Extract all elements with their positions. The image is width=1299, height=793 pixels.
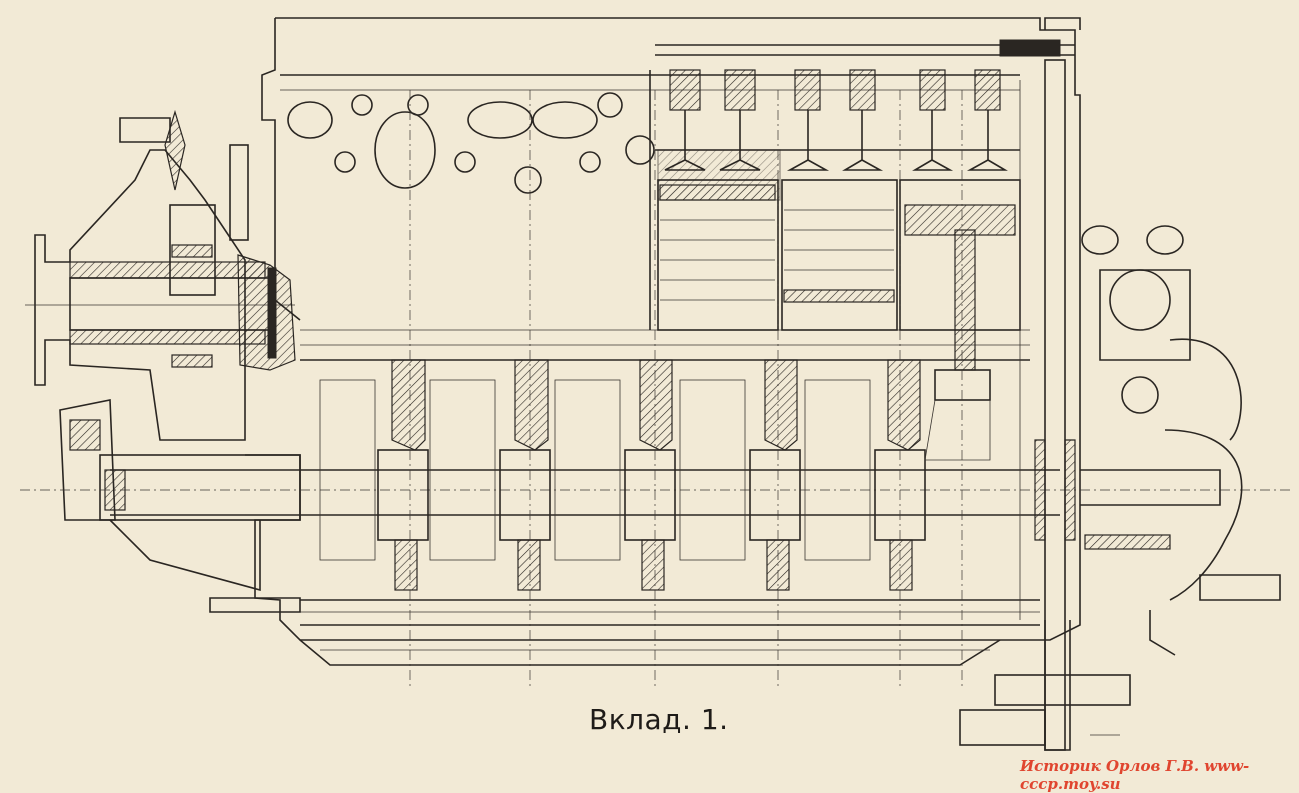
- crank-throw-3: [624, 359, 676, 591]
- centre-lines: [409, 90, 963, 690]
- watermark: Историк Орлов Г.В. www-cccp.moy.su: [1020, 757, 1250, 793]
- oil-pump: [959, 620, 1131, 751]
- crankshaft: [20, 229, 1290, 591]
- counterweights: [319, 379, 871, 561]
- cylinder-block: [280, 39, 1075, 331]
- reduction-gear-housing: [25, 109, 301, 592]
- supercharger: [1080, 225, 1281, 656]
- crank-throw-1: [377, 359, 429, 591]
- crank-throw-2: [499, 359, 551, 591]
- figure-caption: Вклад. 1.: [589, 703, 729, 736]
- crank-throw-4: [749, 359, 801, 591]
